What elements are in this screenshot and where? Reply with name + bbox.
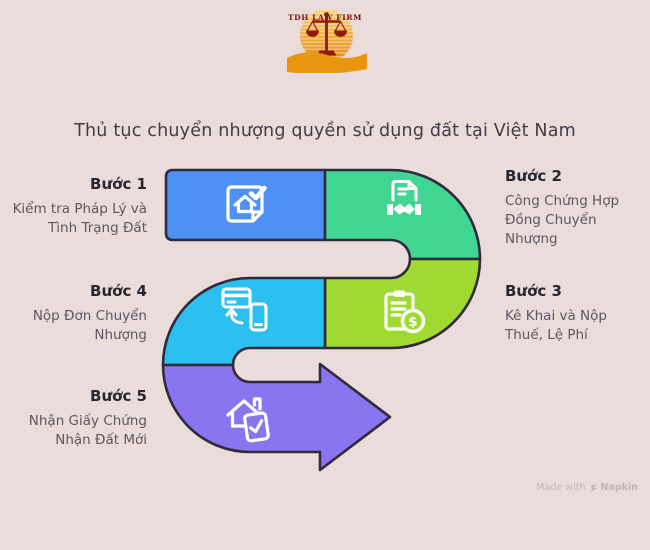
house-check-note-icon: [226, 185, 267, 223]
step5-text-block: Bước 5 Nhận Giấy Chứng Nhận Đất Mới: [0, 387, 147, 450]
step2-label: Bước 2: [505, 167, 562, 185]
step1-text-block: Bước 1 Kiểm tra Pháp Lý và Tình Trạng Đấ…: [0, 175, 147, 238]
law-firm-name: TDH LAW FIRM: [287, 13, 363, 22]
made-with-napkin-link[interactable]: Made with Napkin: [536, 482, 638, 493]
card-phone-transfer-icon: [221, 287, 268, 332]
page-title: Thủ tục chuyển nhượng quyền sử dụng đất …: [74, 121, 576, 141]
step2-text-block: Bước 2 Công Chứng Hợp Đồng Chuyển Nhượng: [505, 167, 650, 249]
step4-text-block: Bước 4 Nộp Đơn Chuyển Nhượng: [0, 282, 147, 345]
napkin-logo-icon: [589, 483, 597, 492]
step3-label: Bước 3: [505, 282, 562, 300]
law-firm-logo: TDH LAW FIRM: [285, 6, 370, 78]
watermark-prefix: Made with: [536, 482, 586, 493]
contract-handshake-icon: [387, 180, 421, 215]
house-document-check-icon: [226, 397, 270, 443]
step4-block: [161, 276, 327, 367]
step2-block: [323, 168, 482, 261]
dollar-sign-glyph: $: [408, 314, 417, 330]
watermark-brand: Napkin: [600, 482, 639, 493]
logo-banner-ribbon: [287, 52, 367, 73]
step1-block: [164, 168, 327, 242]
step4-label: Bước 4: [90, 282, 147, 300]
step1-description: Kiểm tra Pháp Lý và Tình Trạng Đất: [12, 201, 147, 236]
step4-description: Nộp Đơn Chuyển Nhượng: [32, 308, 147, 343]
clipboard-dollar-icon: $: [384, 290, 426, 334]
step5-label: Bước 5: [90, 387, 147, 405]
step3-text-block: Bước 3 Kê Khai và Nộp Thuế, Lệ Phí: [505, 282, 650, 345]
step3-description: Kê Khai và Nộp Thuế, Lệ Phí: [505, 308, 607, 343]
step1-label: Bước 1: [90, 175, 147, 193]
step2-description: Công Chứng Hợp Đồng Chuyển Nhượng: [505, 193, 620, 247]
step5-arrow-block: [161, 362, 392, 472]
step5-description: Nhận Giấy Chứng Nhận Đất Mới: [28, 413, 147, 448]
